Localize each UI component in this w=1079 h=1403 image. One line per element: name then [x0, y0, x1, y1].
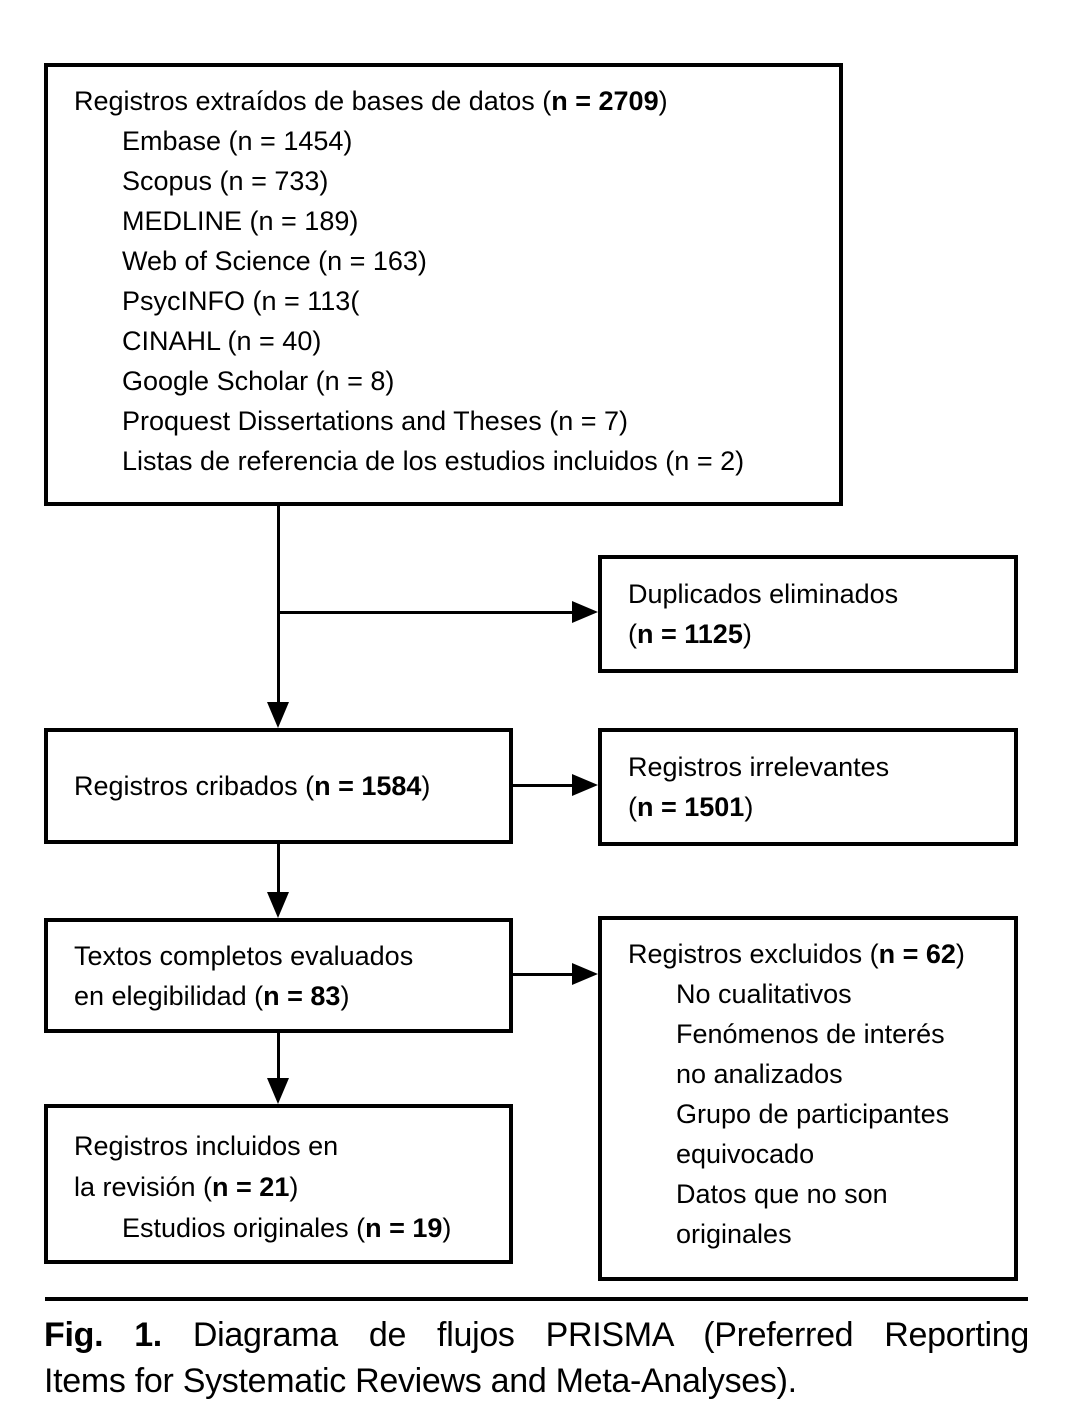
connector-fulltext-to-excluded — [513, 973, 573, 976]
identification-title-post: ) — [658, 86, 668, 116]
duplicates-removed-box: Duplicados eliminados (n = 1125) — [598, 555, 1018, 673]
irrelevant-records-box: Registros irrelevantes (n = 1501) — [598, 728, 1018, 846]
source-item-proquest: Proquest Dissertations and Theses (n = 7… — [122, 406, 629, 436]
count-pre: ( — [628, 619, 637, 649]
duplicates-removed-count: (n = 1125) — [628, 614, 1014, 654]
source-item-google-scholar: Google Scholar (n = 8) — [122, 366, 395, 396]
excluded-pre: Registros excluidos ( — [628, 939, 879, 969]
caption-line-2: Items for Systematic Reviews and Meta-An… — [44, 1362, 797, 1400]
included-label-line2: la revisión (n = 21) — [74, 1167, 503, 1208]
fulltext-label-line1: Textos completos evaluados — [74, 940, 414, 971]
screened-n-value: n = 1584 — [314, 771, 422, 801]
excluded-reason-line: originales — [676, 1219, 792, 1249]
excluded-reason-line: Grupo de participantes — [676, 1099, 950, 1129]
excluded-reason-line: No cualitativos — [676, 979, 852, 1009]
identification-title: Registros extraídos de bases de datos (n… — [74, 81, 833, 121]
excluded-reason-line: Datos que no son — [676, 1179, 888, 1209]
caption-divider — [45, 1297, 1028, 1301]
original-studies-n-value: n = 19 — [365, 1213, 443, 1243]
included-n-value: n = 21 — [212, 1172, 290, 1202]
connector-screened-to-irrelevant — [513, 784, 573, 787]
included-records-box: Registros incluidos en la revisión (n = … — [44, 1104, 513, 1264]
excluded-records-box: Registros excluidos (n = 62) No cualitat… — [598, 916, 1018, 1281]
included-post: ) — [289, 1172, 299, 1202]
arrowhead-right-icon — [572, 601, 598, 623]
arrowhead-right-icon — [572, 774, 598, 796]
caption-line-1: Fig. 1. Diagrama de flujos PRISMA (Prefe… — [44, 1312, 1029, 1358]
arrowhead-down-icon — [267, 892, 289, 918]
figure-label: Fig. 1. — [44, 1316, 162, 1354]
screened-label: Registros cribados (n = 1584) — [74, 766, 430, 806]
arrowhead-down-icon — [267, 1078, 289, 1104]
source-item-medline: MEDLINE (n = 189) — [122, 206, 359, 236]
source-item-web-of-science: Web of Science (n = 163) — [122, 246, 427, 276]
source-item-cinahl: CINAHL (n = 40) — [122, 326, 322, 356]
connector-identification-to-screened — [277, 505, 280, 705]
fulltext-post: ) — [340, 980, 350, 1011]
excluded-reason-line: no analizados — [676, 1059, 843, 1089]
included-label-line1: Registros incluidos en — [74, 1131, 339, 1161]
connector-screened-to-fulltext — [277, 843, 280, 894]
connector-fulltext-to-included — [277, 1032, 280, 1080]
identification-n-value: n = 2709 — [551, 86, 659, 116]
original-studies-post: ) — [442, 1213, 452, 1243]
source-item-reference-lists: Listas de referencia de los estudios inc… — [122, 446, 745, 476]
fulltext-assessed-box: Textos completos evaluados en elegibilid… — [44, 918, 513, 1033]
excluded-title: Registros excluidos (n = 62) — [628, 934, 1008, 974]
figure-caption: Fig. 1. Diagrama de flujos PRISMA (Prefe… — [44, 1312, 1029, 1403]
arrowhead-down-icon — [267, 702, 289, 728]
source-item-scopus: Scopus (n = 733) — [122, 166, 329, 196]
duplicates-removed-label: Duplicados eliminados — [628, 579, 899, 609]
caption-text-line1: Diagrama de flujos PRISMA (Preferred Rep… — [192, 1316, 1029, 1354]
excluded-n-value: n = 62 — [878, 939, 956, 969]
source-item-psycinfo: PsycINFO (n = 113( — [122, 286, 360, 316]
original-studies-pre: Estudios originales ( — [122, 1213, 366, 1243]
irrelevant-count: (n = 1501) — [628, 787, 1014, 827]
screened-pre: Registros cribados ( — [74, 771, 315, 801]
arrowhead-right-icon — [572, 963, 598, 985]
screened-box: Registros cribados (n = 1584) — [44, 728, 513, 844]
screened-post: ) — [421, 771, 431, 801]
identification-title-pre: Registros extraídos de bases de datos ( — [74, 86, 552, 116]
included-pre: la revisión ( — [74, 1172, 213, 1202]
irrelevant-label: Registros irrelevantes — [628, 752, 890, 782]
source-item-embase: Embase (n = 1454) — [122, 126, 353, 156]
duplicates-n-value: n = 1125 — [637, 619, 743, 649]
excluded-reason-line: Fenómenos de interés — [676, 1019, 945, 1049]
irrelevant-n-value: n = 1501 — [637, 792, 745, 822]
fulltext-n-value: n = 83 — [263, 980, 341, 1011]
fulltext-pre: en elegibilidad ( — [74, 980, 264, 1011]
excluded-reason-line: equivocado — [676, 1139, 815, 1169]
excluded-post: ) — [955, 939, 965, 969]
connector-branch-to-duplicates — [277, 611, 574, 614]
count-post: ) — [744, 792, 754, 822]
identification-box: Registros extraídos de bases de datos (n… — [44, 63, 843, 506]
count-pre: ( — [628, 792, 637, 822]
fulltext-label-line2: en elegibilidad (n = 83) — [74, 976, 509, 1016]
count-post: ) — [742, 619, 752, 649]
original-studies-line: Estudios originales (n = 19) — [74, 1208, 503, 1249]
